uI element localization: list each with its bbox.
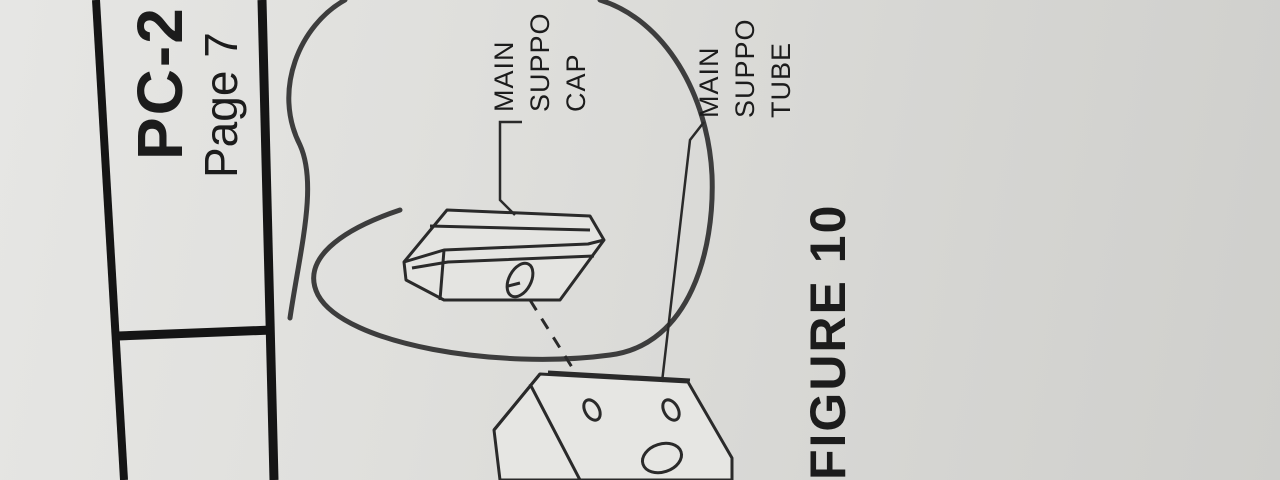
callout-line: SUPPO: [730, 18, 760, 118]
figure-caption: FIGURE 10: [800, 203, 856, 480]
callout-main-support-cap: MAIN SUPPO CAP: [486, 12, 594, 112]
callout-line: MAIN: [489, 40, 519, 113]
alignment-dashed-line: [528, 299, 582, 381]
main-support-tube-part: [492, 370, 734, 480]
callout-line: MAIN: [694, 46, 724, 119]
title-block-code: PC-2: [124, 6, 196, 160]
title-block-frame: [92, 0, 279, 480]
hand-drawn-circle: [286, 0, 715, 362]
callout-leader-lines: [498, 120, 705, 383]
callout-line: TUBE: [766, 41, 796, 118]
title-block-page-number: Page 7: [195, 32, 247, 178]
callout-line: CAP: [561, 53, 591, 112]
main-support-cap-part: [402, 208, 606, 302]
callout-line: SUPPO: [525, 12, 555, 112]
callout-main-support-tube: MAIN SUPPO TUBE: [691, 18, 799, 118]
